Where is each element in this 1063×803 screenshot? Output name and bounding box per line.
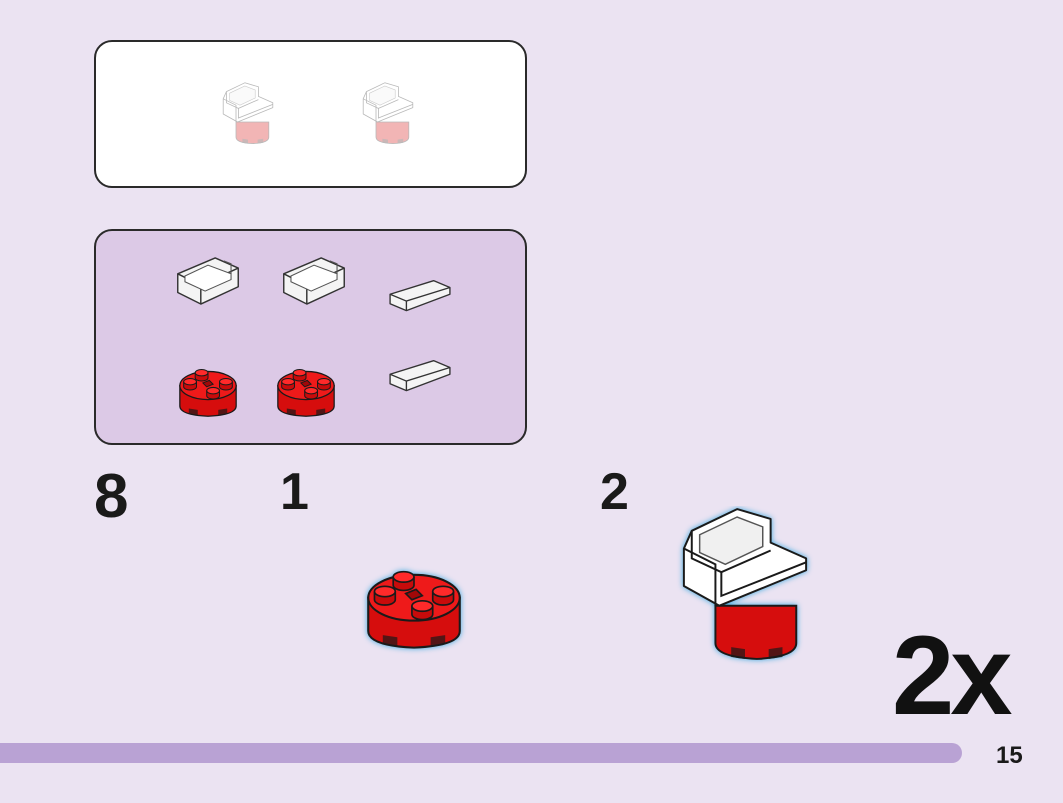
progress-bar <box>0 743 962 763</box>
chair-preview-icon <box>362 82 414 145</box>
quantity-multiplier: 2x <box>892 613 1013 738</box>
chair-preview-icon <box>222 82 274 145</box>
red-round-brick-icon <box>277 368 335 418</box>
substep-number-2: 2 <box>600 463 629 521</box>
white-panel-icon <box>283 257 345 305</box>
white-tile-icon <box>389 359 451 392</box>
parts-list-panel <box>94 229 527 445</box>
preview-panel <box>94 40 527 188</box>
white-panel-icon <box>177 257 239 305</box>
assembled-chair-icon <box>682 508 808 660</box>
substep-number-1: 1 <box>280 463 309 521</box>
white-tile-icon <box>389 279 451 312</box>
red-round-brick-icon <box>179 368 237 418</box>
page-number: 15 <box>996 742 1023 769</box>
red-round-brick-icon <box>367 570 461 649</box>
step-number: 8 <box>94 462 129 531</box>
